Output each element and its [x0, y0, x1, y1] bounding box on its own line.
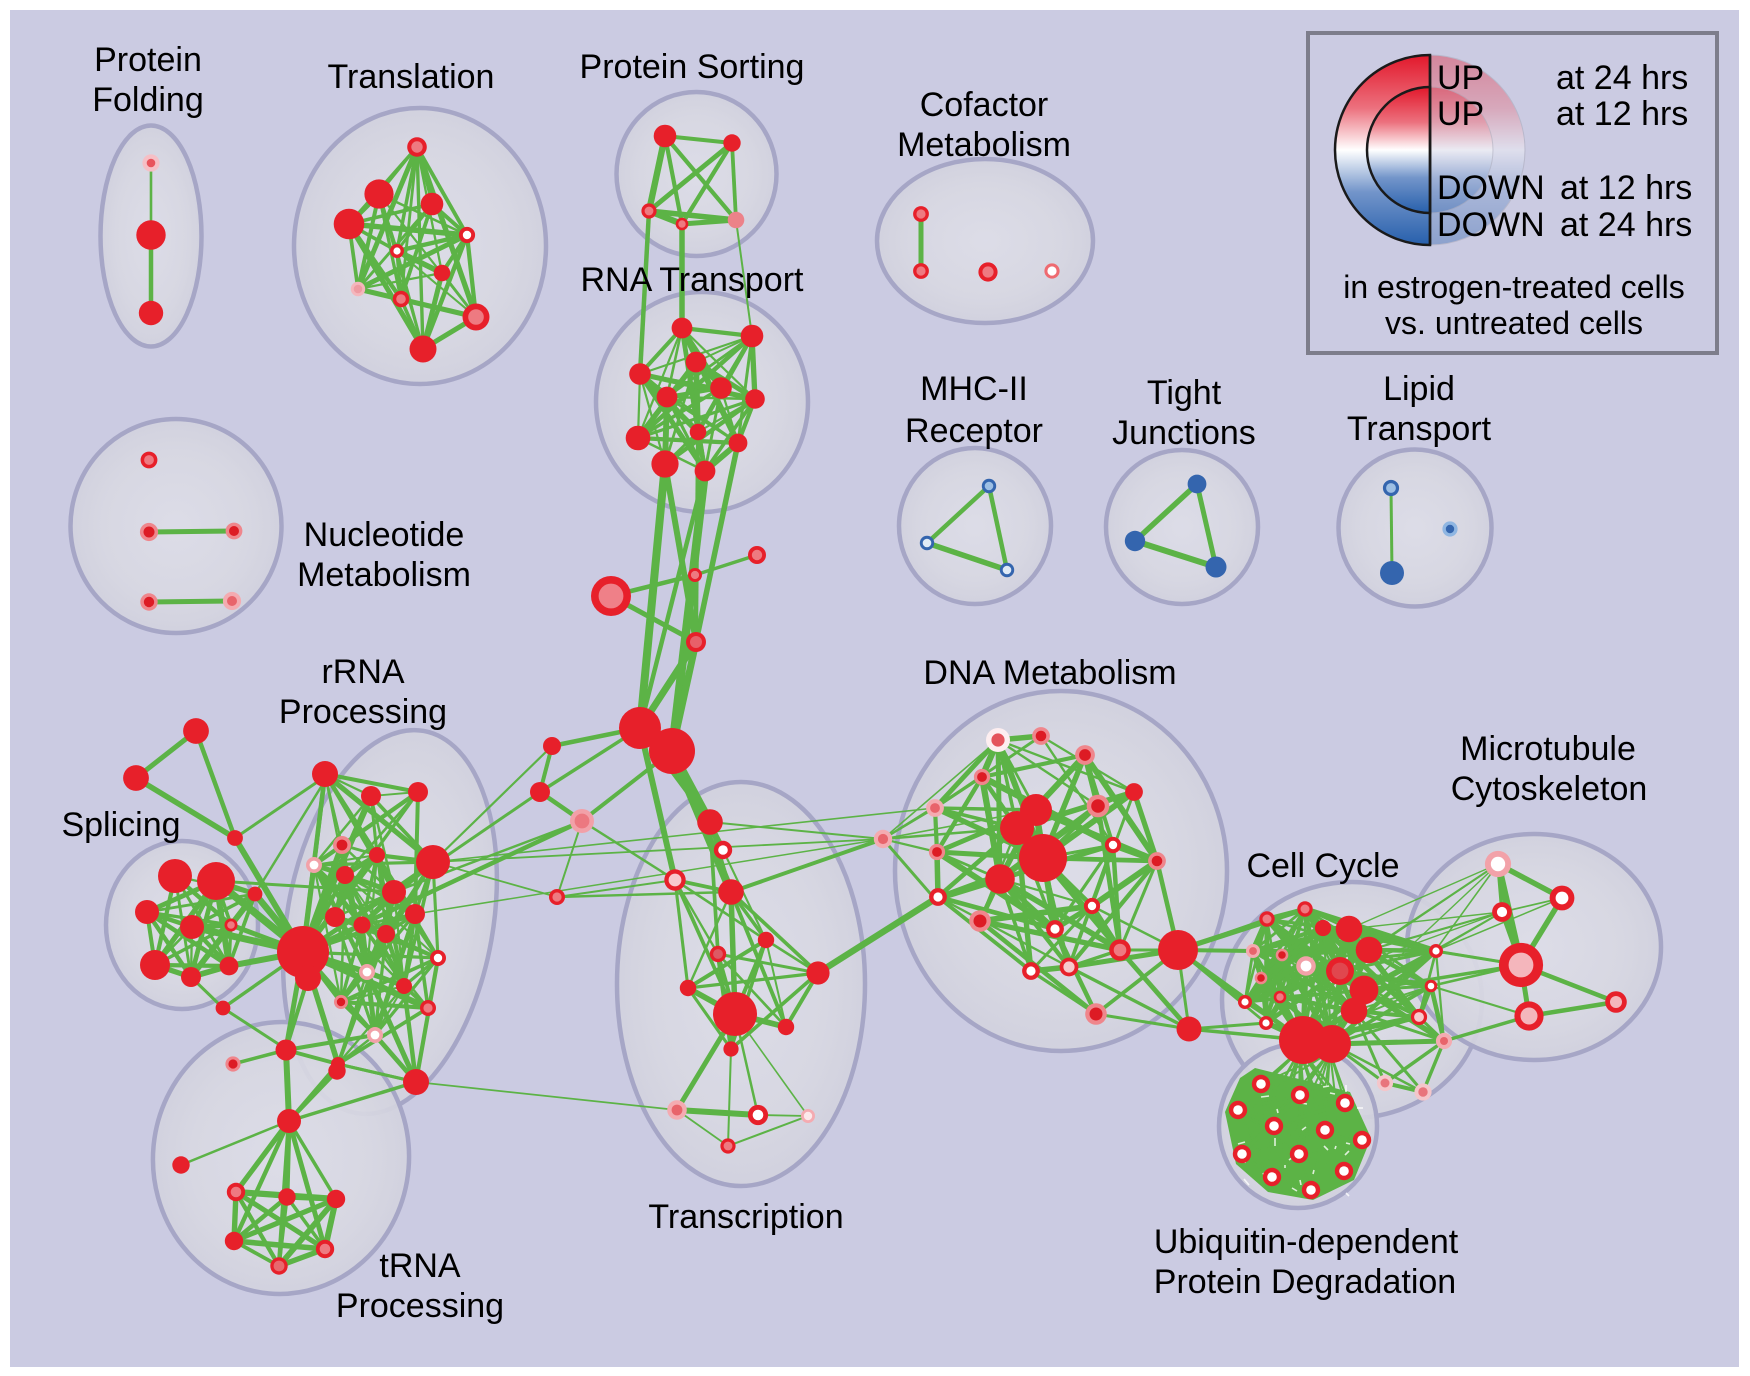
svg-text:DNA Metabolism: DNA Metabolism	[923, 654, 1176, 692]
svg-text:Protein Sorting: Protein Sorting	[580, 48, 805, 86]
svg-text:Metabolism: Metabolism	[897, 126, 1071, 164]
svg-text:Junctions: Junctions	[1112, 414, 1256, 452]
svg-text:tRNA: tRNA	[379, 1247, 461, 1285]
svg-text:Transport: Transport	[1347, 410, 1492, 448]
svg-text:at 24 hrs: at 24 hrs	[1560, 206, 1692, 244]
svg-text:Ubiquitin-dependent: Ubiquitin-dependent	[1154, 1223, 1459, 1261]
svg-text:in estrogen-treated cells: in estrogen-treated cells	[1343, 269, 1685, 305]
svg-text:Protein Degradation: Protein Degradation	[1154, 1263, 1456, 1301]
svg-text:Splicing: Splicing	[61, 806, 180, 844]
svg-text:Receptor: Receptor	[905, 412, 1043, 450]
svg-text:Cytoskeleton: Cytoskeleton	[1451, 770, 1648, 808]
svg-text:Microtubule: Microtubule	[1460, 730, 1636, 768]
svg-text:Processing: Processing	[336, 1287, 504, 1325]
svg-text:Cell Cycle: Cell Cycle	[1246, 847, 1399, 885]
svg-text:at 12 hrs: at 12 hrs	[1560, 169, 1692, 207]
svg-text:Lipid: Lipid	[1383, 370, 1455, 408]
svg-text:at 24 hrs: at 24 hrs	[1556, 59, 1688, 97]
svg-text:vs. untreated cells: vs. untreated cells	[1385, 305, 1643, 341]
svg-text:UP: UP	[1437, 59, 1484, 97]
svg-text:Metabolism: Metabolism	[297, 556, 471, 594]
svg-text:Nucleotide: Nucleotide	[304, 516, 465, 554]
svg-text:at 12 hrs: at 12 hrs	[1556, 95, 1688, 133]
svg-text:Protein: Protein	[94, 41, 202, 79]
svg-text:Transcription: Transcription	[648, 1198, 843, 1236]
svg-text:Processing: Processing	[279, 693, 447, 731]
svg-text:Folding: Folding	[92, 81, 204, 119]
svg-text:MHC-II: MHC-II	[920, 370, 1028, 408]
svg-text:DOWN: DOWN	[1437, 206, 1545, 244]
svg-text:RNA Transport: RNA Transport	[581, 261, 805, 299]
svg-text:Tight: Tight	[1147, 374, 1222, 412]
svg-text:Cofactor: Cofactor	[920, 86, 1049, 124]
svg-text:rRNA: rRNA	[321, 653, 404, 691]
svg-text:UP: UP	[1437, 95, 1484, 133]
svg-text:DOWN: DOWN	[1437, 169, 1545, 207]
svg-text:Translation: Translation	[328, 58, 495, 96]
